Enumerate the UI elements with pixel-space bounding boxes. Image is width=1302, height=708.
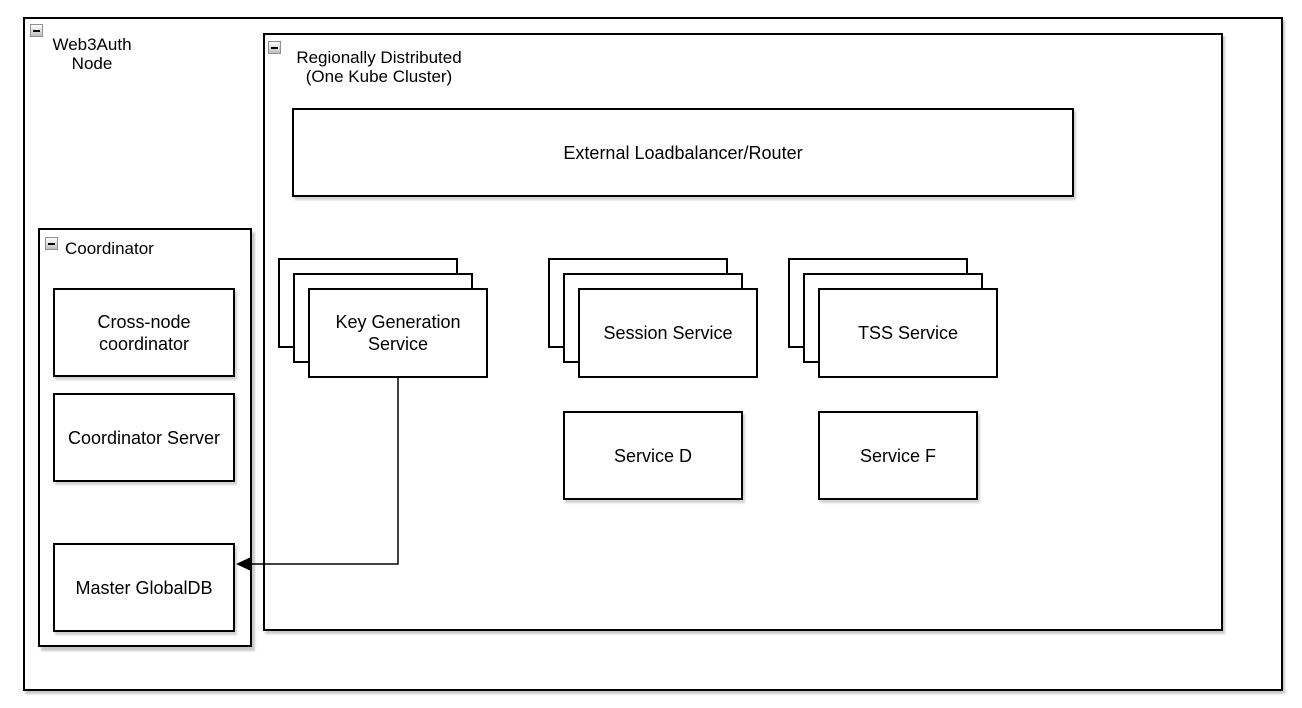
node-label: External Loadbalancer/Router	[563, 142, 803, 163]
node-label: Master GlobalDB	[75, 577, 213, 598]
group-coordinator[interactable]: Coordinator Cross-node coordinator Coord…	[38, 228, 252, 647]
group-label-regionally-distributed: Regionally Distributed (One Kube Cluster…	[296, 48, 462, 86]
node-label: Service D	[613, 445, 693, 466]
node-label: Service F	[859, 445, 937, 466]
collapse-icon[interactable]	[268, 41, 281, 54]
node-label: Coordinator Server	[67, 427, 221, 448]
node-key-generation-service[interactable]: Key Generation Service	[278, 258, 488, 378]
node-tss-service[interactable]: TSS Service	[788, 258, 998, 378]
node-label: TSS Service	[857, 323, 959, 343]
group-label-web3auth-node: Web3Auth Node	[52, 35, 132, 73]
stack-layer-front[interactable]: TSS Service	[818, 288, 998, 378]
stack-layer-front[interactable]: Key Generation Service	[308, 288, 488, 378]
node-service-d[interactable]: Service D	[563, 411, 743, 500]
node-label: Key Generation Service	[335, 312, 461, 354]
group-regionally-distributed[interactable]: Regionally Distributed (One Kube Cluster…	[263, 33, 1223, 631]
group-label-coordinator: Coordinator	[65, 239, 154, 258]
node-label: Session Service	[603, 323, 733, 343]
node-external-loadbalancer[interactable]: External Loadbalancer/Router	[292, 108, 1074, 197]
node-label: Cross-node coordinator	[97, 311, 191, 354]
group-web3auth-node[interactable]: Web3Auth Node Coordinator Cross-node coo…	[23, 17, 1283, 691]
stack-layer-front[interactable]: Session Service	[578, 288, 758, 378]
minus-icon	[271, 47, 278, 49]
node-coordinator-server[interactable]: Coordinator Server	[53, 393, 235, 482]
minus-icon	[33, 30, 40, 32]
node-master-globaldb[interactable]: Master GlobalDB	[53, 543, 235, 632]
node-session-service[interactable]: Session Service	[548, 258, 758, 378]
collapse-icon[interactable]	[30, 24, 43, 37]
node-service-f[interactable]: Service F	[818, 411, 978, 500]
collapse-icon[interactable]	[45, 237, 58, 250]
node-cross-node-coordinator[interactable]: Cross-node coordinator	[53, 288, 235, 377]
minus-icon	[48, 243, 55, 245]
